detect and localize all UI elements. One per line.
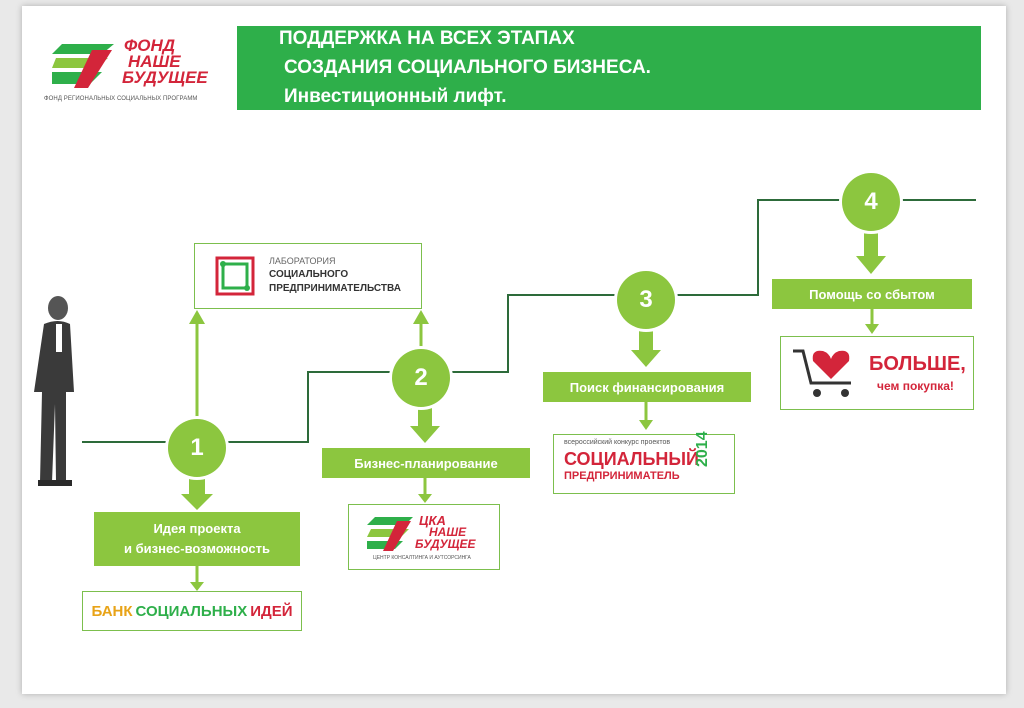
lab-logo-icon — [215, 256, 255, 296]
cka-logo-icon — [367, 517, 413, 551]
bank-word2: СОЦИАЛЬНЫХ — [135, 602, 248, 620]
more-line1: БОЛЬШЕ, — [869, 353, 966, 375]
header-line3: Инвестиционный лифт. — [284, 86, 507, 107]
step-1-circle: 1 — [168, 419, 226, 477]
contest-logo: всероссийский конкурс проектов СОЦИАЛЬНЫ… — [553, 431, 735, 494]
staircase-line — [82, 199, 976, 443]
fund-logo: ФОНД НАШЕ БУДУЩЕЕ ФОНД РЕГИОНАЛЬНЫХ СОЦИ… — [44, 36, 242, 106]
lab-line2: СОЦИАЛЬНОГО — [269, 269, 349, 280]
arrow-down-2 — [410, 407, 440, 443]
flow-lines — [82, 199, 976, 591]
header-line2: СОЗДАНИЯ СОЦИАЛЬНОГО БИЗНЕСА. — [284, 57, 651, 78]
fund-logo-subtitle: ФОНД РЕГИОНАЛЬНЫХ СОЦИАЛЬНЫХ ПРОГРАММ — [44, 96, 198, 102]
slide: ФОНД НАШЕ БУДУЩЕЕ ФОНД РЕГИОНАЛЬНЫХ СОЦИ… — [22, 6, 1006, 694]
step-2-circle: 2 — [392, 349, 450, 407]
header-line1: ПОДДЕРЖКА НА ВСЕХ ЭТАПАХ — [279, 28, 575, 49]
step-3-circle: 3 — [617, 271, 675, 329]
contest-top: всероссийский конкурс проектов — [564, 439, 671, 446]
bank-word3: ИДЕЙ — [250, 602, 293, 620]
lab-line3: ПРЕДПРИНИМАТЕЛЬСТВА — [269, 283, 401, 294]
fund-logo-icon — [52, 44, 114, 88]
contest-line1: СОЦИАЛЬНЫЙ — [564, 449, 699, 469]
more-logo: БОЛЬШЕ, чем покупка! — [780, 336, 974, 410]
arrow-down-3 — [631, 331, 661, 367]
cka-line2: НАШЕ — [429, 525, 467, 539]
shopping-cart-heart-icon — [793, 349, 851, 397]
businessman-silhouette-icon — [34, 296, 74, 486]
contest-year: 2014 — [694, 431, 711, 467]
step-4-label: Помощь со сбытом — [772, 279, 972, 309]
fund-logo-line2: НАШЕ — [128, 52, 181, 71]
cka-subtitle: ЦЕНТР КОНСАЛТИНГА И АУТСОРСИНГА — [373, 555, 471, 561]
bank-logo: БАНК СОЦИАЛЬНЫХ ИДЕЙ — [82, 591, 302, 631]
more-line2: чем покупка! — [877, 379, 954, 393]
arrow-down-1 — [181, 478, 213, 510]
fund-logo-line3: БУДУЩЕЕ — [122, 68, 208, 87]
lab-logo: ЛАБОРАТОРИЯ СОЦИАЛЬНОГО ПРЕДПРИНИМАТЕЛЬС… — [194, 243, 422, 309]
header-banner: ПОДДЕРЖКА НА ВСЕХ ЭТАПАХ СОЗДАНИЯ СОЦИАЛ… — [237, 26, 981, 110]
bank-word1: БАНК — [91, 602, 133, 620]
cka-line1: ЦКА — [419, 513, 446, 528]
fund-logo-line1: ФОНД — [124, 36, 176, 55]
cka-line3: БУДУЩЕЕ — [415, 537, 476, 551]
contest-line2: ПРЕДПРИНИМАТЕЛЬ — [564, 470, 680, 482]
lab-line1: ЛАБОРАТОРИЯ — [269, 256, 336, 266]
step-3-label: Поиск финансирования — [543, 372, 751, 402]
step-4-circle: 4 — [842, 173, 900, 231]
step-2-label: Бизнес-планирование — [322, 448, 530, 478]
step-1-label: Идея проекта и бизнес-возможность — [94, 512, 300, 566]
arrow-down-4 — [856, 230, 886, 274]
cka-logo: ЦКА НАШЕ БУДУЩЕЕ ЦЕНТР КОНСАЛТИНГА И АУТ… — [348, 504, 500, 570]
